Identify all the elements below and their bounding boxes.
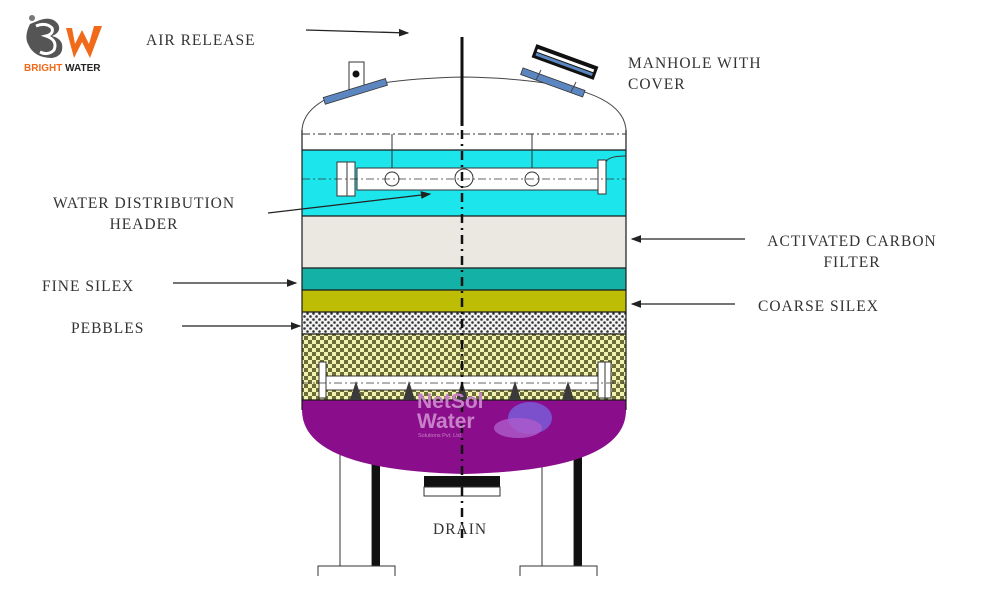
watermark-line2: Water <box>417 410 475 433</box>
layer-activated-carbon <box>302 216 626 268</box>
label-air-release: AIR RELEASE <box>146 32 256 49</box>
nozzles <box>350 381 574 400</box>
watermark-line3: Solutions Pvt. Ltd. <box>418 433 463 439</box>
label-fine-silex: FINE SILEX <box>42 278 135 295</box>
watermark-text: NetSol Water <box>417 390 484 433</box>
arrow-water-header <box>267 191 432 214</box>
right-leg <box>519 451 598 576</box>
label-water-header-line1: WATER DISTRIBUTION <box>52 195 236 212</box>
logo-text: BRIGHT WATER <box>24 63 101 74</box>
label-water-header-line2: HEADER <box>109 216 179 233</box>
logo-text-bright: BRIGHT <box>24 63 63 74</box>
label-water-distribution-header: WATER DISTRIBUTION HEADER <box>30 193 258 235</box>
label-activated-carbon-line1: ACTIVATED CARBON <box>767 233 937 250</box>
logo-text-water: WATER <box>65 63 101 74</box>
arrow-air-release <box>305 28 410 37</box>
label-coarse-silex: COARSE SILEX <box>758 298 879 315</box>
layer-pebbles <box>302 312 626 334</box>
label-manhole-line1: MANHOLE WITH <box>628 55 762 72</box>
left-leg <box>317 451 396 576</box>
water-distribution-header <box>302 134 627 197</box>
vessel-top-dome <box>301 76 627 150</box>
air-release-valve <box>322 61 388 105</box>
label-activated-carbon-line2: FILTER <box>823 254 881 271</box>
manhole-cover <box>520 44 599 98</box>
label-pebbles: PEBBLES <box>71 320 145 337</box>
bright-water-logo <box>22 14 112 76</box>
layer-fine-silex <box>302 268 626 290</box>
layer-coarse-silex <box>302 290 626 312</box>
label-manhole-line2: COVER <box>628 76 686 93</box>
callout-arrows <box>173 28 745 330</box>
watermark-line1: NetSol <box>417 390 484 413</box>
label-manhole: MANHOLE WITH COVER <box>628 53 762 95</box>
label-drain: DRAIN <box>433 521 488 538</box>
watermark-droplet-icon <box>494 402 552 438</box>
label-activated-carbon-filter: ACTIVATED CARBON FILTER <box>746 231 958 273</box>
logo-mark-icon <box>26 15 102 59</box>
